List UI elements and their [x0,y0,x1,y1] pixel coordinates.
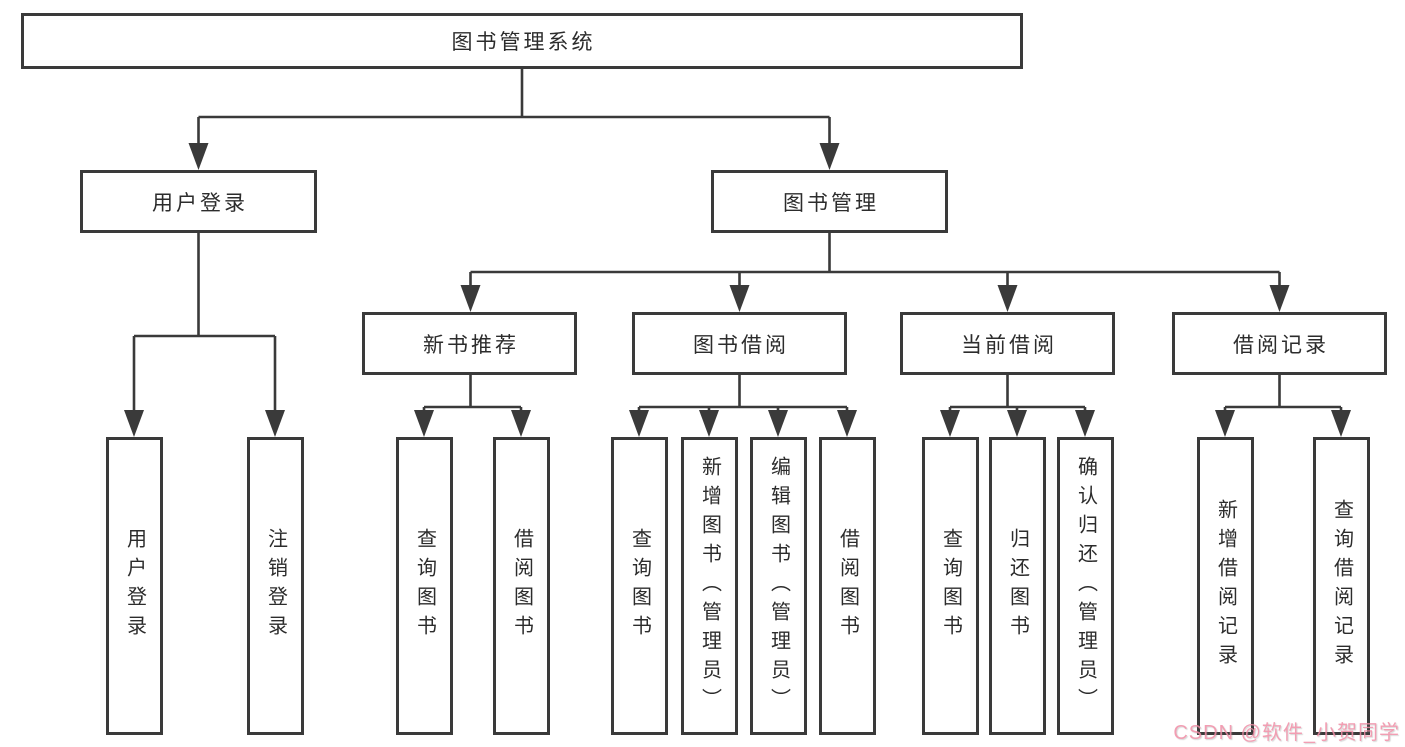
node-root-system: 图书管理系统 [21,13,1023,69]
leaf-newbook-query-books-label: 查询图书 [413,528,436,644]
leaf-record-add-record-label: 新增借阅记录 [1214,499,1237,673]
leaf-newbook-borrow-books-label: 借阅图书 [510,528,533,644]
leaf-logout-label: 注销登录 [264,528,287,644]
leaf-logout: 注销登录 [247,437,304,735]
node-new-book-recommend-label: 新书推荐 [423,333,519,357]
leaf-current-query-books-label: 查询图书 [939,528,962,644]
node-root-label: 图书管理系统 [451,31,596,54]
leaf-borrow-edit-books-admin-label: 编辑图书（管理员） [767,455,790,717]
node-current-borrow-label: 当前借阅 [961,333,1057,357]
node-book-borrow: 图书借阅 [632,312,847,375]
leaf-record-query-record-label: 查询借阅记录 [1330,499,1353,673]
leaf-current-confirm-return-admin-label: 确认归还（管理员） [1074,455,1097,717]
leaf-user-login: 用户登录 [106,437,163,735]
node-new-book-recommend: 新书推荐 [362,312,577,375]
leaf-user-login-label: 用户登录 [123,528,146,644]
node-book-management-label: 图书管理 [783,191,879,215]
leaf-record-query-record: 查询借阅记录 [1313,437,1370,735]
node-book-borrow-label: 图书借阅 [693,333,789,357]
node-borrow-record-label: 借阅记录 [1233,333,1329,357]
leaf-record-add-record: 新增借阅记录 [1197,437,1254,735]
leaf-borrow-borrow-books-label: 借阅图书 [836,528,859,644]
node-current-borrow: 当前借阅 [900,312,1115,375]
connector-current-to-leaves [948,375,1087,414]
leaf-newbook-query-books: 查询图书 [396,437,453,735]
leaf-current-return-books: 归还图书 [989,437,1046,735]
leaf-borrow-edit-books-admin: 编辑图书（管理员） [750,437,807,735]
leaf-current-return-books-label: 归还图书 [1006,528,1029,644]
node-user-login: 用户登录 [80,170,317,233]
node-user-login-label: 用户登录 [152,191,248,215]
node-book-management: 图书管理 [711,170,948,233]
connector-borrow-to-leaves [637,375,849,414]
leaf-borrow-add-books-admin-label: 新增图书（管理员） [698,455,721,717]
node-borrow-record: 借阅记录 [1172,312,1387,375]
connector-record-to-leaves [1223,375,1343,414]
csdn-watermark: CSDN @软件_小贺同学 [1173,722,1400,744]
connector-newbook-to-leaves [422,375,523,414]
connector-bookmgmt-to-level3 [469,233,1281,288]
leaf-borrow-query-books: 查询图书 [611,437,668,735]
connector-root-to-level2 [197,69,831,146]
leaf-borrow-add-books-admin: 新增图书（管理员） [681,437,738,735]
leaf-current-query-books: 查询图书 [922,437,979,735]
leaf-current-confirm-return-admin: 确认归还（管理员） [1057,437,1114,735]
leaf-newbook-borrow-books: 借阅图书 [493,437,550,735]
connector-userlogin-to-leaves [132,233,277,413]
leaf-borrow-query-books-label: 查询图书 [628,528,651,644]
leaf-borrow-borrow-books: 借阅图书 [819,437,876,735]
